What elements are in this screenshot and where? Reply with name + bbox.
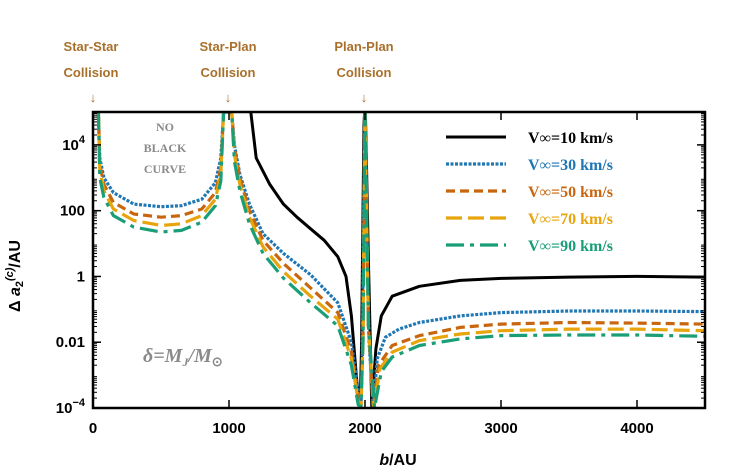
collision-arrow-plan-plan: ↓ xyxy=(361,90,368,105)
collision-label-star-star-line1: Star-Star xyxy=(64,39,119,54)
annotation-no-black-curve: NO BLACK CURVE xyxy=(144,120,187,176)
x-axis-title: b/AU xyxy=(379,452,416,469)
series-line-v90 xyxy=(96,112,705,408)
annotation-curve-line: CURVE xyxy=(144,162,186,176)
legend-label-v50: V∞=50 km/s xyxy=(528,184,613,201)
collision-label-star-plan-line1: Star-Plan xyxy=(199,39,256,54)
plot-frame xyxy=(91,110,707,410)
collision-label-star-star-line2: Collision xyxy=(64,65,119,80)
annotation-delta: δ=MJ/M⊙ xyxy=(143,345,223,369)
x-axis-title-text: b/AU xyxy=(379,452,416,469)
series-line-v30 xyxy=(96,112,705,408)
legend-label-v30: V∞=30 km/s xyxy=(528,157,613,174)
legend: V∞=10 km/sV∞=30 km/sV∞=50 km/sV∞=70 km/s… xyxy=(446,130,613,255)
y-tick-label: 0.01 xyxy=(56,334,85,351)
ticks-layer: 0 1000 2000 3000 4000 10−4 0.01 1 100 104 xyxy=(56,112,705,437)
legend-label-v10: V∞=10 km/s xyxy=(528,130,613,147)
collision-label-plan-plan-line2: Collision xyxy=(337,65,392,80)
y-tick-label: 1 xyxy=(77,268,85,285)
collision-arrow-star-plan: ↓ xyxy=(225,90,232,105)
series-line-v70 xyxy=(96,112,705,408)
collision-label-star-plan-line2: Collision xyxy=(201,65,256,80)
series-line-v10 xyxy=(249,112,705,408)
y-axis-title: Δ a2(c)/AU xyxy=(4,240,26,312)
y-tick-label: 100 xyxy=(60,203,85,220)
collision-label-plan-plan-line1: Plan-Plan xyxy=(334,39,393,54)
annotation-black-line: BLACK xyxy=(144,141,187,155)
annotation-no-line: NO xyxy=(156,120,174,134)
collision-arrow-star-star: ↓ xyxy=(90,90,97,105)
x-tick-label: 4000 xyxy=(620,420,653,437)
x-tick-label: 2000 xyxy=(348,420,381,437)
series-layer xyxy=(96,112,705,408)
y-axis-title-text: Δ a2(c)/AU xyxy=(4,240,26,312)
x-tick-label: 1000 xyxy=(212,420,245,437)
series-line-v50 xyxy=(96,112,705,408)
y-tick-label: 104 xyxy=(62,134,86,154)
x-tick-label: 0 xyxy=(89,420,97,437)
x-tick-label: 3000 xyxy=(484,420,517,437)
y-tick-label: 10−4 xyxy=(56,397,86,417)
legend-label-v70: V∞=70 km/s xyxy=(528,211,613,228)
collision-labels: Star-Star Collision ↓ Star-Plan Collisio… xyxy=(64,39,394,105)
legend-label-v90: V∞=90 km/s xyxy=(528,238,613,255)
